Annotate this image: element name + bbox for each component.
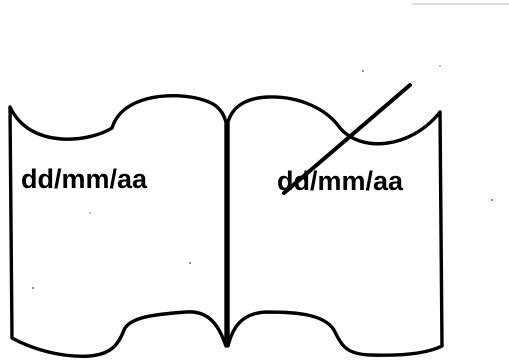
right-page (228, 97, 442, 355)
left-page (10, 96, 226, 357)
scan-speck (491, 199, 493, 201)
scan-speck (189, 262, 191, 264)
scan-speck (439, 65, 441, 67)
left-date-label: dd/mm/aa (21, 164, 148, 194)
scan-speck (32, 287, 34, 289)
scan-speck (362, 70, 364, 72)
scan-speck (89, 212, 91, 214)
